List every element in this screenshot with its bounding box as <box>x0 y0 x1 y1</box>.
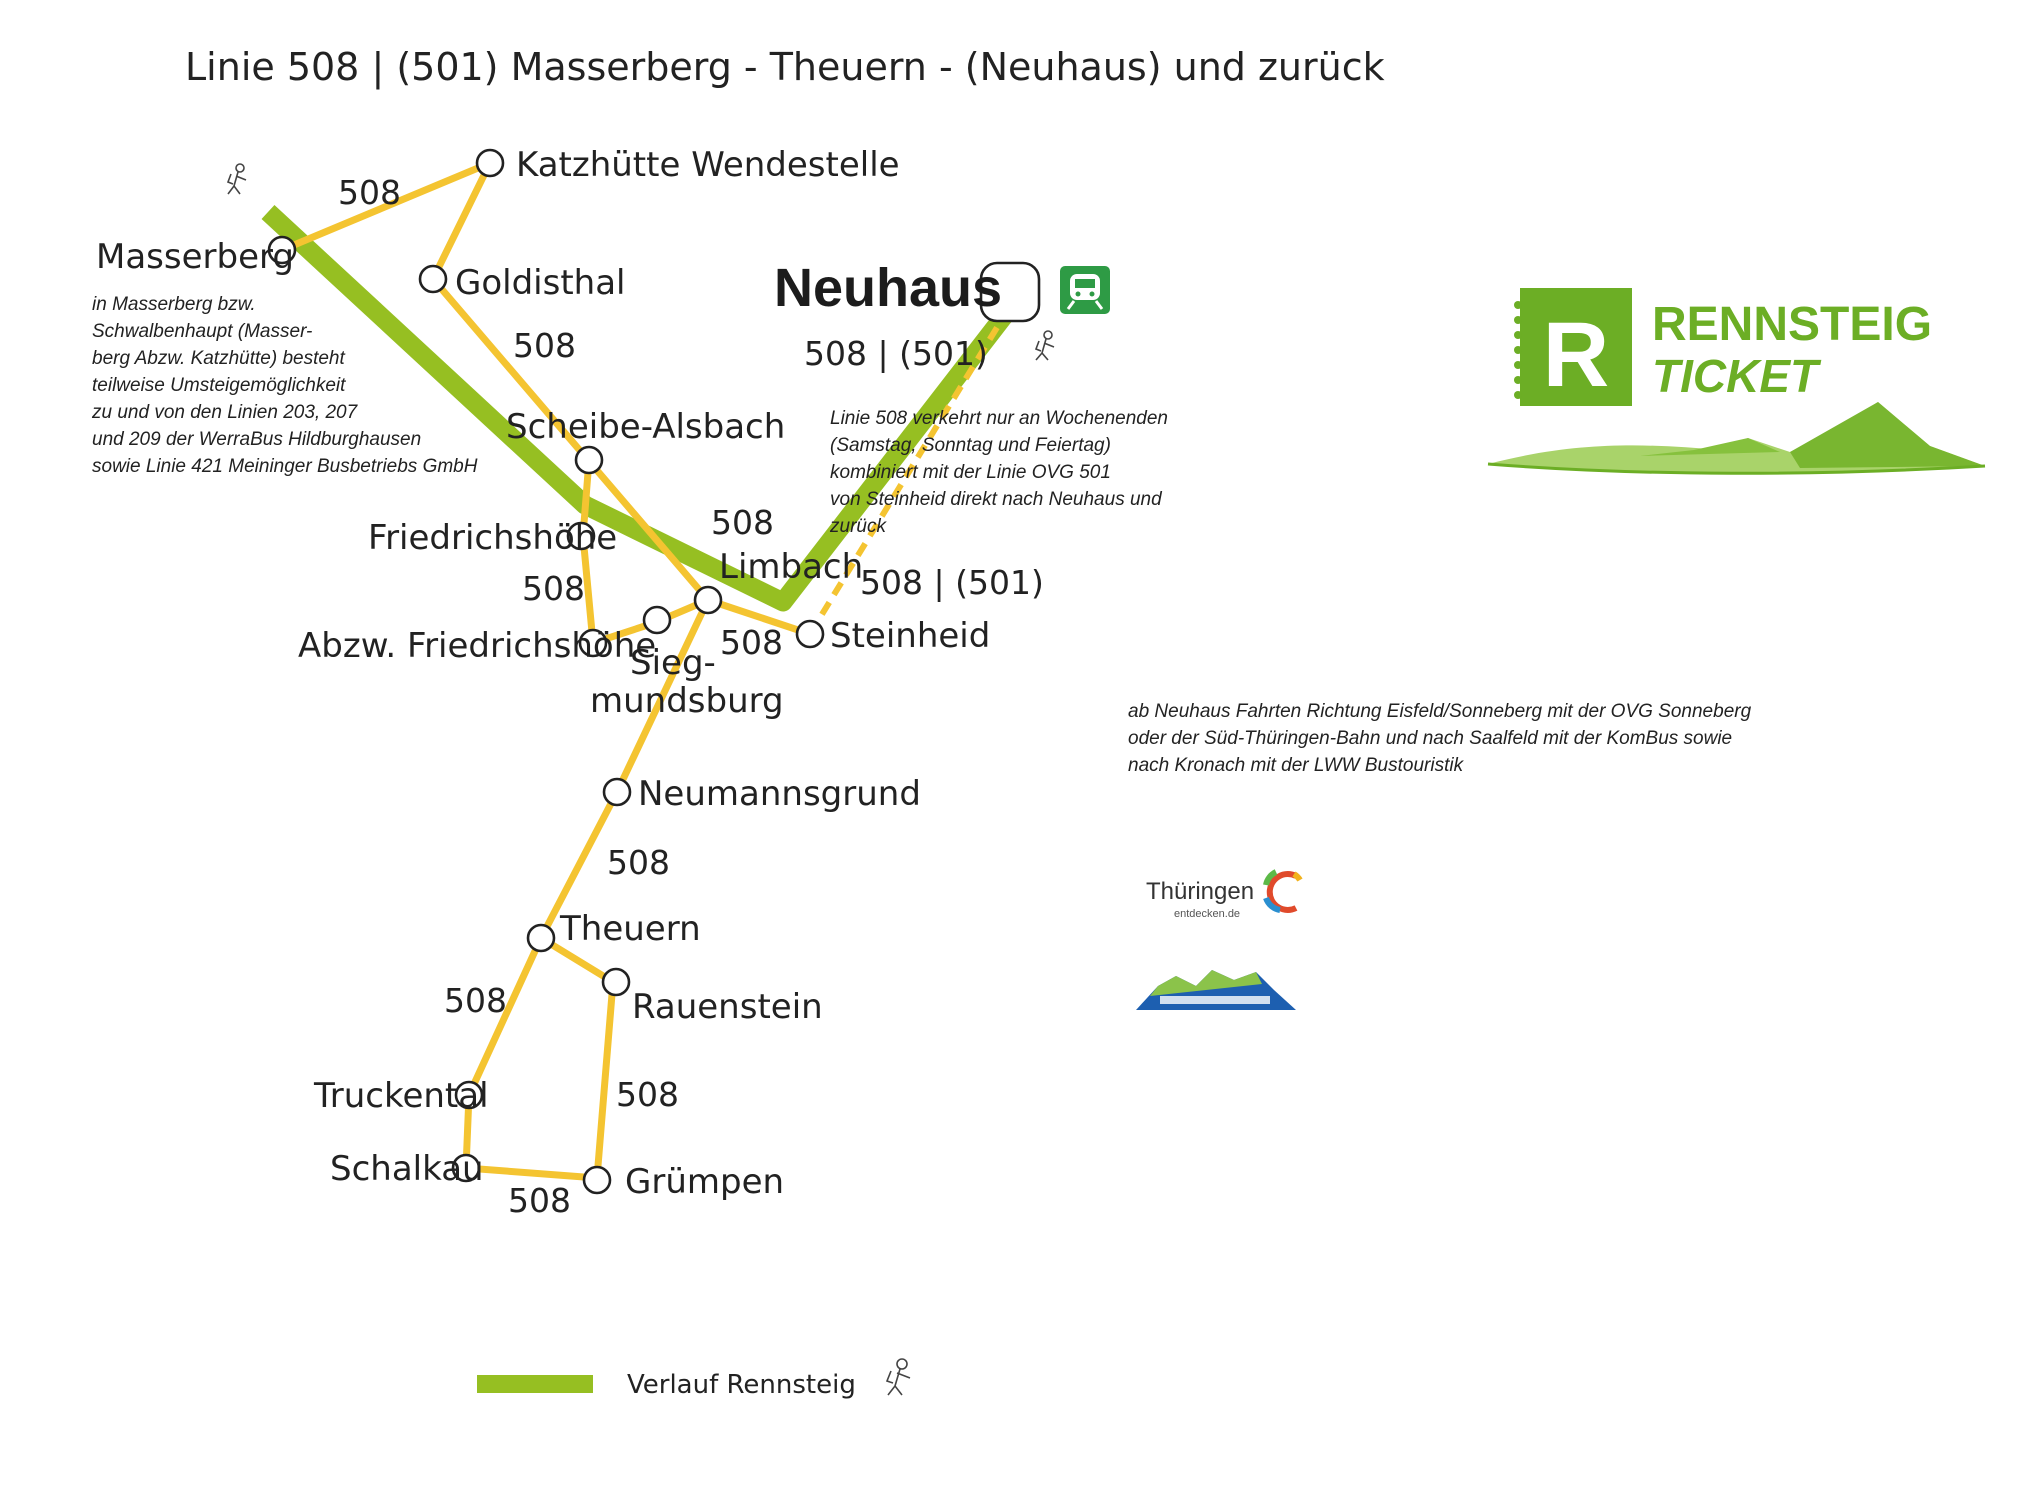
bus-line-508 <box>278 159 814 1182</box>
map-title: Linie 508 | (501) Masserberg - Theuern -… <box>185 45 1385 90</box>
stop-scheibe-alsbach[interactable] <box>574 445 604 475</box>
label-gruempen: Grümpen <box>625 1162 784 1202</box>
label-goldisthal: Goldisthal <box>455 263 626 303</box>
stop-siegmundsburg[interactable] <box>642 605 672 635</box>
svg-text:von Steinheid direkt nach Neuh: von Steinheid direkt nach Neuhaus und <box>830 489 1163 510</box>
route-label: 508 <box>338 173 401 212</box>
stop-truckental[interactable] <box>454 1080 484 1110</box>
stop-katzhuette[interactable] <box>475 148 505 178</box>
hiker-icon <box>885 1358 911 1396</box>
stop-goldisthal[interactable] <box>418 264 448 294</box>
route-label: 508 | (501) <box>860 563 1044 602</box>
bus-line-508-501 <box>807 314 1007 636</box>
label-schalkau: Schalkau <box>330 1149 484 1189</box>
stop-schalkau[interactable] <box>451 1153 481 1183</box>
route-label: 508 <box>616 1075 679 1114</box>
label-scheibe-alsbach: Scheibe-Alsbach <box>506 407 785 447</box>
label-friedrichshoehe: Friedrichshöhe <box>368 518 617 558</box>
label-steinheid: Steinheid <box>830 616 990 656</box>
svg-text:ab Neuhaus Fahrten Richtung Ei: ab Neuhaus Fahrten Richtung Eisfeld/Sonn… <box>1128 701 1752 722</box>
thueringen-logo: Thüringen entdecken.de <box>1146 869 1303 920</box>
route-label: 508 <box>513 326 576 365</box>
route-label: 508 <box>720 623 783 662</box>
svg-text:teilweise Umsteigemöglichkeit: teilweise Umsteigemöglichkeit <box>92 375 346 396</box>
svg-text:in Masserberg bzw.: in Masserberg bzw. <box>92 294 256 315</box>
label-siegmundsburg-2: mundsburg <box>590 681 784 721</box>
route-label: 508 <box>607 843 670 882</box>
svg-text:kombiniert mit der Linie OVG 5: kombiniert mit der Linie OVG 501 <box>830 462 1111 483</box>
hiker-icon <box>1034 330 1055 361</box>
stop-limbach[interactable] <box>693 585 723 615</box>
stops <box>267 148 1041 1195</box>
route-label: 508 | (501) <box>804 334 988 373</box>
legend-rennsteig-label: Verlauf Rennsteig <box>627 1370 856 1400</box>
svg-text:und 209 der WerraBus Hildburgh: und 209 der WerraBus Hildburghausen <box>92 429 421 450</box>
svg-text:Thüringen: Thüringen <box>1146 878 1254 905</box>
stop-abzw-friedrichshoehe[interactable] <box>578 628 608 658</box>
label-neumannsgrund: Neumannsgrund <box>638 774 921 814</box>
note-weekend: Linie 508 verkehrt nur an Wochenenden (S… <box>829 408 1168 537</box>
label-abzw-friedrichshoehe: Abzw. Friedrichshöhe <box>298 626 656 666</box>
rennsteig-path <box>261 205 1012 612</box>
logo-line2: TICKET <box>1652 350 1822 402</box>
legend-rennsteig-swatch <box>477 1375 593 1393</box>
svg-text:zu und von den Linien 203, 207: zu und von den Linien 203, 207 <box>91 402 359 423</box>
note-neuhaus-connections: ab Neuhaus Fahrten Richtung Eisfeld/Sonn… <box>1128 701 1752 776</box>
svg-text:zurück: zurück <box>829 516 887 537</box>
rennsteig-ticket-logo: R RENNSTEIG TICKET <box>1487 288 1986 475</box>
svg-text:(Samstag, Sonntag und Feiertag: (Samstag, Sonntag und Feiertag) <box>830 435 1111 456</box>
label-rauenstein: Rauenstein <box>632 987 823 1027</box>
svg-text:Schwalbenhaupt (Masser-: Schwalbenhaupt (Masser- <box>92 321 312 342</box>
hiker-icon <box>226 163 247 195</box>
svg-text:Linie 508 verkehrt nur an Woch: Linie 508 verkehrt nur an Wochenenden <box>830 408 1168 429</box>
logo-line1: RENNSTEIG <box>1652 298 1932 351</box>
stop-gruempen[interactable] <box>582 1165 612 1195</box>
stop-friedrichshoehe[interactable] <box>566 521 596 551</box>
svg-text:nach Kronach mit der LWW Busto: nach Kronach mit der LWW Bustouristik <box>1128 755 1465 776</box>
logo-letter: R <box>1543 304 1609 406</box>
stop-neuhaus[interactable] <box>979 261 1041 323</box>
label-masserberg: Masserberg <box>96 237 294 277</box>
stop-neumannsgrund[interactable] <box>602 777 632 807</box>
label-siegmundsburg-1: Sieg- <box>630 643 716 683</box>
route-label: 508 <box>508 1181 571 1220</box>
route-label: 508 <box>711 503 774 542</box>
label-limbach: Limbach <box>719 547 863 587</box>
stop-steinheid[interactable] <box>795 619 825 649</box>
wald-logo <box>1136 970 1296 1010</box>
note-masserberg: in Masserberg bzw. Schwalbenhaupt (Masse… <box>91 294 478 477</box>
route-label: 508 <box>522 569 585 608</box>
label-theuern: Theuern <box>559 909 701 949</box>
train-icon <box>1060 266 1110 314</box>
legend: Verlauf Rennsteig <box>477 1358 911 1400</box>
stop-theuern[interactable] <box>526 923 556 953</box>
svg-text:berg Abzw. Katzhütte) besteht: berg Abzw. Katzhütte) besteht <box>92 348 346 369</box>
label-truckental: Truckental <box>313 1076 489 1116</box>
svg-text:sowie Linie 421 Meininger Busb: sowie Linie 421 Meininger Busbetriebs Gm… <box>92 456 478 477</box>
route-label: 508 <box>444 981 507 1020</box>
label-katzhuette: Katzhütte Wendestelle <box>516 145 900 185</box>
label-neuhaus: Neuhaus <box>774 258 1002 318</box>
svg-text:entdecken.de: entdecken.de <box>1174 908 1240 920</box>
stop-masserberg[interactable] <box>267 235 297 265</box>
svg-text:oder der Süd-Thüringen-Bahn un: oder der Süd-Thüringen-Bahn und nach Saa… <box>1128 728 1732 749</box>
stop-rauenstein[interactable] <box>601 967 631 997</box>
